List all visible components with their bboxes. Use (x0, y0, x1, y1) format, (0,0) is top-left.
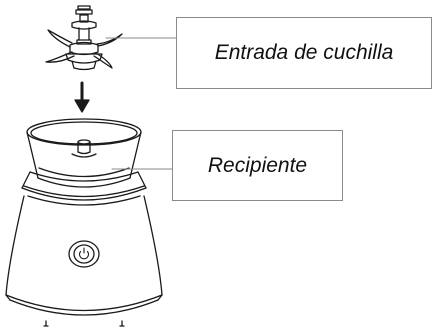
bowl (26, 118, 173, 188)
blade-inlet-label: Entrada de cuchilla (176, 17, 432, 89)
power-button-icon (68, 240, 100, 268)
motor-base (5, 171, 163, 327)
container-label: Recipiente (172, 130, 343, 201)
down-arrow-icon (74, 81, 90, 113)
blade-assembly (45, 5, 177, 71)
